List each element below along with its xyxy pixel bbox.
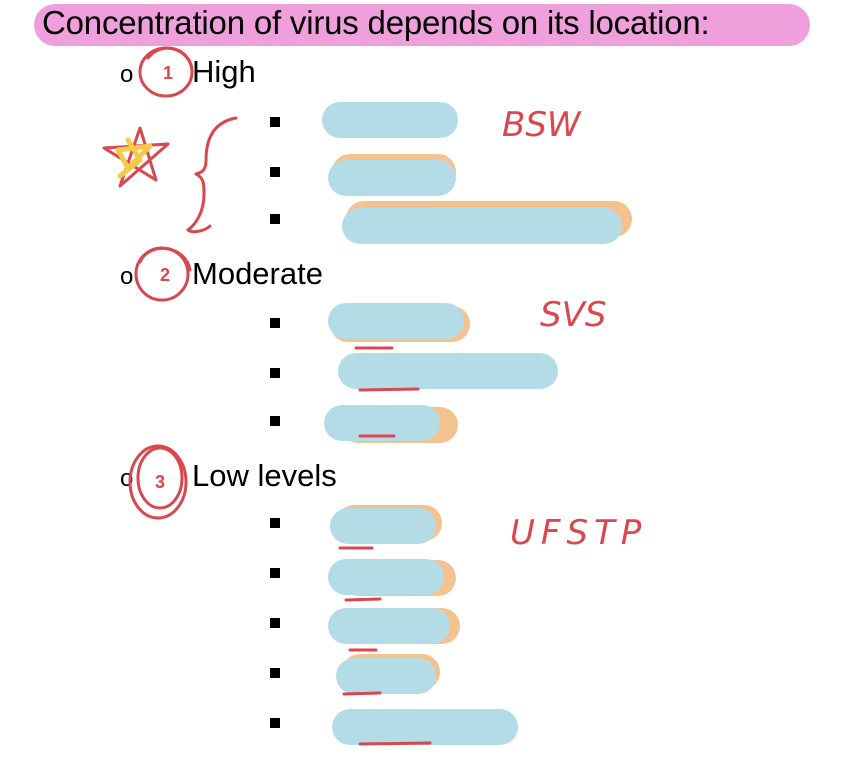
circle-number: 1 [163, 63, 173, 83]
level-label: Low levels [192, 458, 337, 493]
bullet-square [270, 117, 280, 127]
circle-number: 2 [160, 265, 170, 285]
circle-number: 3 [155, 472, 165, 492]
bullet-square [270, 668, 280, 678]
bullet-square [270, 518, 280, 528]
redaction-bar [336, 658, 436, 694]
redaction-bar [328, 608, 450, 644]
list-marker: o [120, 263, 134, 290]
bullet-square [270, 568, 280, 578]
bullet-square [270, 618, 280, 628]
bullet-square [270, 718, 280, 728]
redaction-bar [338, 353, 558, 389]
list-marker: o [120, 61, 134, 88]
circled-number-icon [128, 444, 188, 520]
redaction-bar [322, 102, 458, 138]
handwritten-note: UFSTP [510, 513, 647, 553]
redaction-bar [328, 559, 444, 595]
page-title: Concentration of virus depends on its lo… [42, 4, 710, 41]
handwritten-note: SVS [540, 295, 606, 335]
bullet-square [270, 214, 280, 224]
redaction-bar [328, 303, 464, 339]
level-moderate: o Moderate [120, 254, 323, 297]
title-highlight [34, 4, 810, 46]
redaction-bar [332, 709, 518, 745]
redaction-bar [328, 160, 456, 196]
handwritten-note: BSW [502, 105, 582, 145]
bullet-square [270, 167, 280, 177]
bullet-square [270, 368, 280, 378]
level-label: Moderate [192, 256, 323, 291]
redaction-bar [330, 508, 436, 544]
level-label: High [192, 54, 256, 89]
redaction-bar [342, 208, 622, 244]
brace-icon [186, 116, 238, 234]
bullet-square [270, 416, 280, 426]
bullet-square [270, 318, 280, 328]
level-high: o High [120, 52, 256, 95]
